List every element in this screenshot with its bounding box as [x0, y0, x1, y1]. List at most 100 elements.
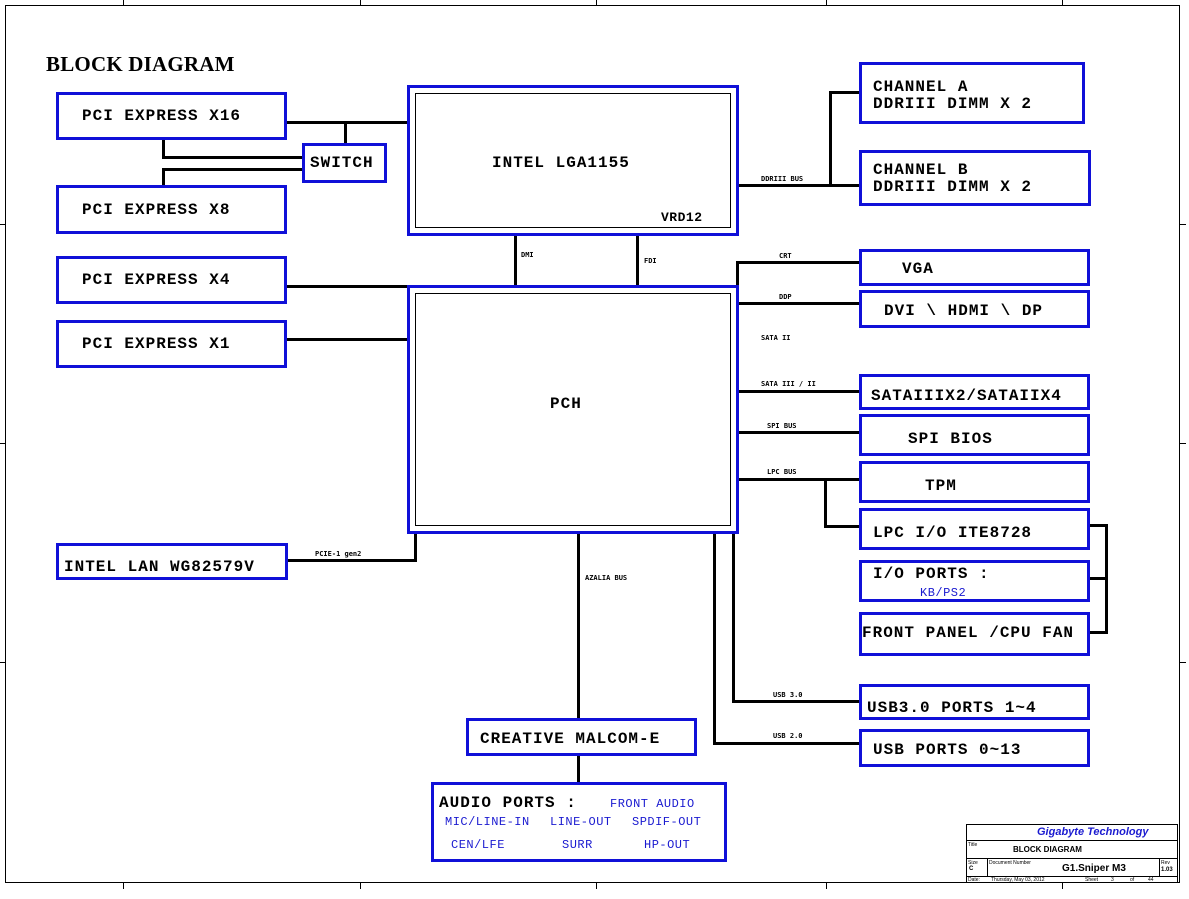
wire-front-right [1088, 631, 1108, 634]
sata-box: SATAIIIX2/SATAIIX4 [859, 374, 1090, 410]
wire-ddr-vertical [829, 91, 832, 187]
wire-usb2-vertical [713, 532, 716, 745]
bus-ddp: DDP [779, 293, 792, 301]
sheet-title: BLOCK DIAGRAM [1013, 845, 1082, 854]
pch-box: PCH [407, 285, 739, 534]
cpu-box: INTEL LGA1155 VRD12 [407, 85, 739, 236]
sheet-caption: Sheet [1085, 877, 1099, 883]
pch-label: PCH [550, 395, 582, 413]
io-ports-kb: KB/PS2 [920, 586, 967, 600]
audio-spdif: SPDIF-OUT [632, 815, 702, 829]
wire-spi [738, 431, 860, 434]
bus-dmi: DMI [521, 251, 534, 259]
bus-azalia: AZALIA BUS [585, 574, 628, 582]
zone-tick [596, 883, 597, 889]
front-panel-box: FRONT PANEL /CPU FAN [859, 612, 1090, 656]
tpm-box: TPM [859, 461, 1090, 503]
wire-crt-vertical [736, 261, 739, 288]
pcie-x4-label: PCI EXPRESS X4 [82, 271, 231, 289]
size-caption: Size [968, 860, 978, 866]
zone-tick [1062, 883, 1063, 889]
bus-fdi: FDI [644, 257, 657, 265]
channel-b-label: CHANNEL B [873, 161, 969, 179]
audio-lineout: LINE-OUT [550, 815, 612, 829]
spi-bios-label: SPI BIOS [908, 430, 993, 448]
pcie-x1-label: PCI EXPRESS X1 [82, 335, 231, 353]
wire-x8-switch-up [162, 168, 165, 187]
bus-ddr: DDRIII BUS [761, 175, 804, 183]
pcie-x4-box: PCI EXPRESS X4 [56, 256, 287, 304]
docnum-caption: Document Number [989, 860, 1031, 866]
dvi-label: DVI \ HDMI \ DP [884, 302, 1044, 320]
creative-box: CREATIVE MALCOM-E [466, 718, 697, 756]
wire-x8-switch [162, 168, 304, 171]
title-caption: Title [968, 842, 978, 848]
lan-box: INTEL LAN WG82579V [56, 543, 288, 580]
zone-tick [1062, 0, 1063, 5]
zone-tick [123, 883, 124, 889]
switch-box: SWITCH [302, 143, 387, 183]
io-ports-box: I/O PORTS : KB/PS2 [859, 560, 1090, 602]
date-caption: Date: [968, 877, 980, 883]
wire-lpc [738, 478, 860, 481]
audio-cen: CEN/LFE [451, 838, 505, 852]
wire-switch-up [344, 121, 347, 145]
diagram-title: BLOCK DIAGRAM [46, 52, 235, 76]
usb2-label: USB PORTS 0~13 [873, 741, 1022, 759]
zone-tick [0, 662, 5, 663]
drawing-frame [5, 5, 1180, 883]
zone-tick [826, 0, 827, 5]
spi-bios-box: SPI BIOS [859, 414, 1090, 456]
usb2-box: USB PORTS 0~13 [859, 729, 1090, 767]
of-value: 44 [1148, 877, 1154, 883]
audio-mic: MIC/LINE-IN [445, 815, 530, 829]
wire-ddr [738, 184, 860, 187]
wire-usb3 [732, 700, 860, 703]
wire-lan [286, 559, 417, 562]
size-value: C [969, 866, 974, 872]
front-panel-label: FRONT PANEL /CPU FAN [862, 624, 1075, 642]
bus-usb20: USB 2.0 [773, 732, 803, 740]
audio-hp: HP-OUT [644, 838, 691, 852]
wire-pcie16-cpu [286, 121, 410, 124]
date-value: Thursday, May 03, 2012 [991, 877, 1045, 883]
channel-a-label: CHANNEL A [873, 78, 969, 96]
zone-tick [0, 443, 5, 444]
wire-usb2 [713, 742, 860, 745]
wire-ite-right [1088, 524, 1108, 527]
of-caption: of [1130, 877, 1135, 883]
company-name: Gigabyte Technology [1037, 826, 1149, 838]
zone-tick [1180, 662, 1186, 663]
zone-tick [123, 0, 124, 5]
switch-label: SWITCH [310, 154, 374, 172]
audio-front: FRONT AUDIO [610, 797, 695, 811]
zone-tick [360, 0, 361, 5]
wire-crt [736, 261, 860, 264]
io-ports-label: I/O PORTS : [873, 565, 990, 583]
sheet-value: 3 [1111, 877, 1114, 883]
usb3-label: USB3.0 PORTS 1~4 [867, 699, 1037, 717]
wire-creative-audio [577, 754, 580, 784]
wire-x16-switch-down [162, 139, 165, 159]
channel-a-dimm: DDRIII DIMM X 2 [873, 95, 1033, 113]
zone-tick [1180, 224, 1186, 225]
wire-ddp [738, 302, 860, 305]
wire-ddr-chanA [829, 91, 860, 94]
wire-usb3-vertical [732, 532, 735, 703]
bus-sata32: SATA III / II [761, 380, 816, 388]
creative-label: CREATIVE MALCOM-E [480, 730, 661, 748]
wire-x16-switch [162, 156, 304, 159]
bus-spi: SPI BUS [767, 422, 797, 430]
dvi-box: DVI \ HDMI \ DP [859, 290, 1090, 328]
lpc-io-label: LPC I/O ITE8728 [873, 524, 1033, 542]
wire-io-right [1088, 577, 1108, 580]
zone-tick [826, 883, 827, 889]
bus-crt: CRT [779, 252, 792, 260]
bus-sata2: SATA II [761, 334, 791, 342]
wire-sata [738, 390, 860, 393]
pcie-x8-label: PCI EXPRESS X8 [82, 201, 231, 219]
pcie-x16-box: PCI EXPRESS X16 [56, 92, 287, 140]
zone-tick [0, 224, 5, 225]
pcie-x16-label: PCI EXPRESS X16 [82, 107, 242, 125]
wire-pcie1-pch [286, 338, 410, 341]
